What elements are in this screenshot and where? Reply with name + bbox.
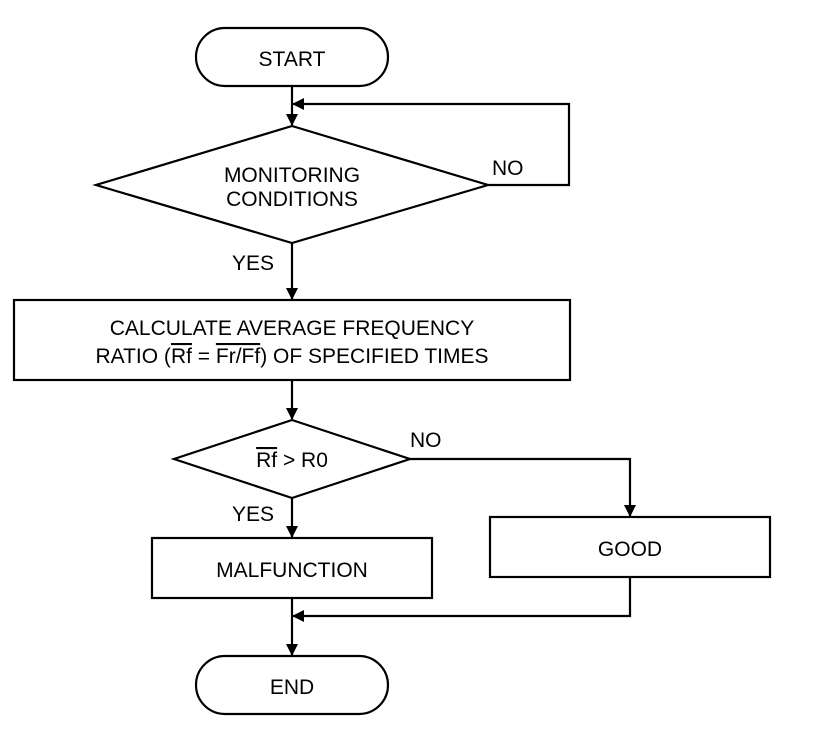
monitoring-yes-label: YES	[232, 252, 274, 275]
ratio-no-label: NO	[410, 429, 442, 452]
connector-good-to-merge	[292, 577, 632, 622]
ratio-yes-label: YES	[232, 503, 274, 526]
monitoring-no-label: NO	[492, 157, 524, 180]
decision-ratio: Rf > R0	[170, 418, 414, 500]
decision-ratio-label: Rf > R0	[256, 449, 328, 472]
good-label: GOOD	[598, 538, 662, 561]
end-label: END	[270, 676, 314, 699]
frff-overline-term: Fr/Ff	[216, 345, 260, 368]
loop-back-connector	[292, 98, 571, 187]
decision-monitoring-label-line2: CONDITIONS	[226, 188, 358, 211]
decision-monitoring-label-line1: MONITORING	[224, 164, 360, 187]
end-terminator: END	[194, 654, 390, 716]
start-label: START	[259, 48, 326, 71]
decision-monitoring-conditions: MONITORING CONDITIONS	[92, 124, 492, 245]
connector-ratio-no-to-good	[410, 457, 636, 517]
process-malfunction: MALFUNCTION	[150, 536, 434, 600]
start-terminator: START	[194, 26, 390, 88]
process-label-line1: CALCULATE AVERAGE FREQUENCY	[110, 317, 474, 340]
process-label-line2: RATIO (Rf = Fr/Ff) OF SPECIFIED TIMES	[95, 345, 488, 368]
rf-overline-term: Rf	[171, 345, 192, 368]
malfunction-label: MALFUNCTION	[216, 559, 368, 582]
process-good: GOOD	[488, 515, 772, 579]
process-calculate-ratio: CALCULATE AVERAGE FREQUENCY RATIO (Rf = …	[12, 298, 572, 382]
